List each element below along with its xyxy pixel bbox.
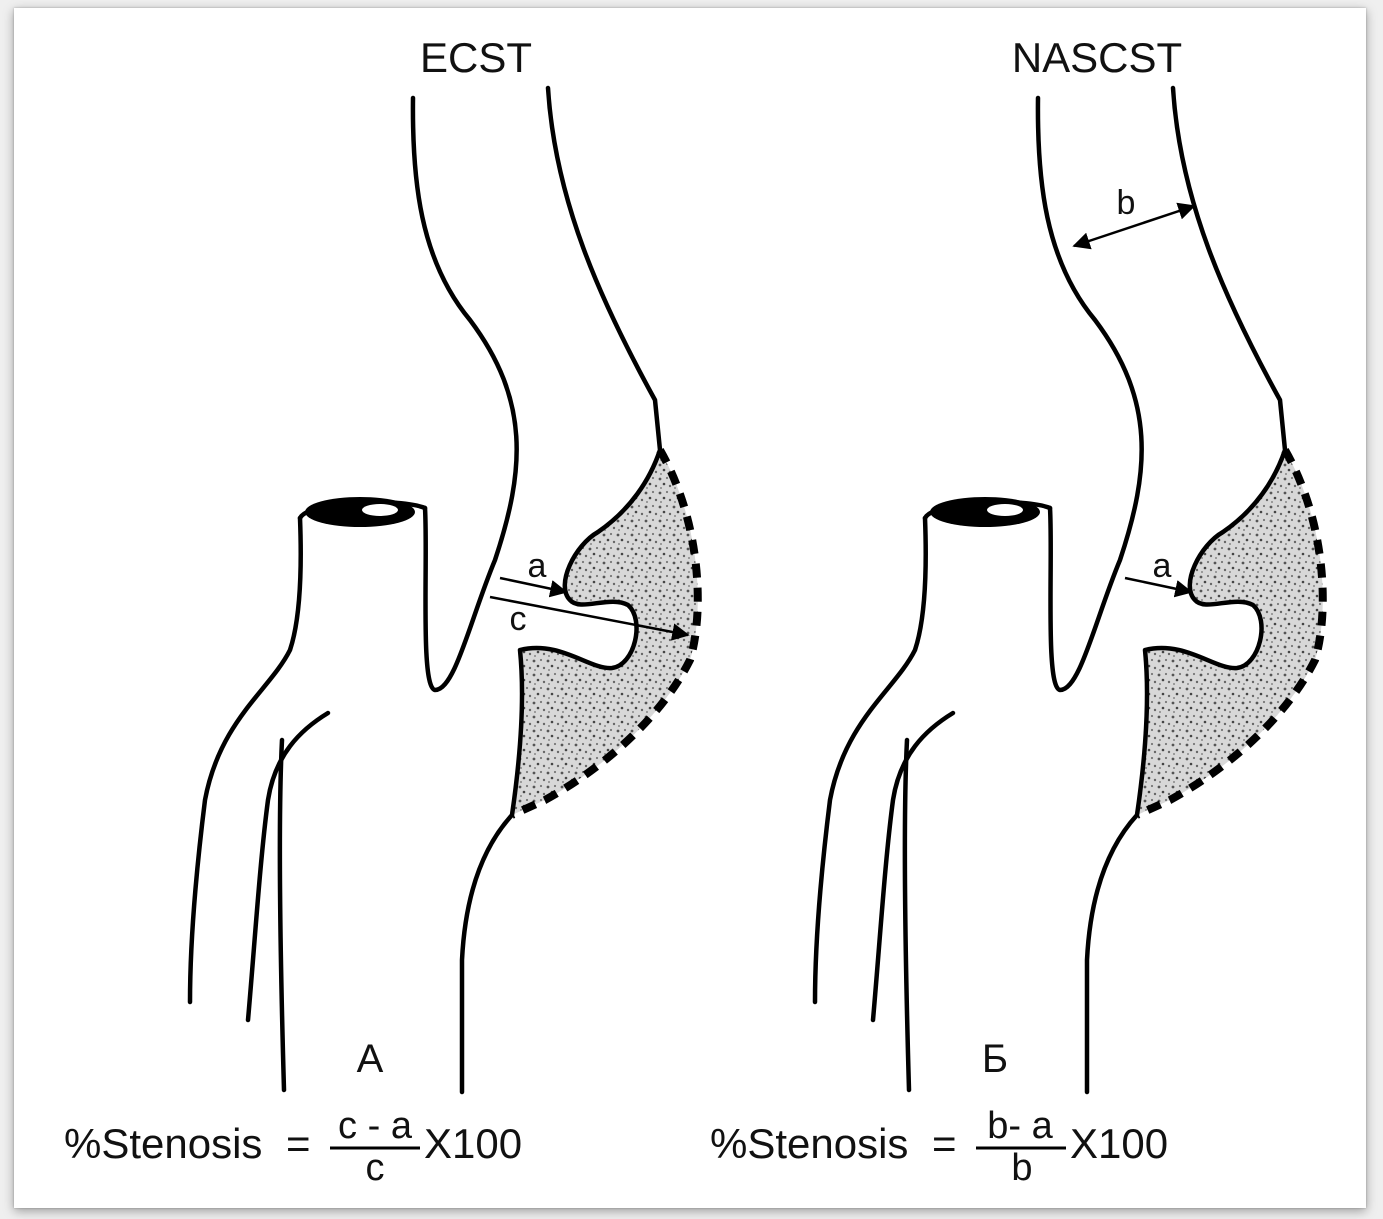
measure-b-label: b [1117,184,1136,222]
panel-letter-b: Б [982,1037,1008,1081]
formula-suffix: X100 [1070,1120,1168,1167]
formula-suffix: X100 [424,1120,522,1167]
formula-prefix: %Stenosis [710,1120,908,1167]
panel-ecst: ECST a c A %Stenosis = c - a c X100 [64,34,698,1189]
formula-denominator: c [366,1147,385,1189]
formula-ecst: %Stenosis = c - a c X100 [64,1105,522,1189]
formula-numerator: b- a [987,1105,1053,1147]
formula-nascst: %Stenosis = b- a b X100 [710,1105,1168,1189]
title-ecst: ECST [420,34,532,81]
measure-c-label: c [510,600,527,638]
formula-equals: = [286,1120,311,1167]
measure-a-label: a [1153,547,1172,585]
formula-denominator: b [1011,1147,1032,1189]
formula-numerator: c - a [338,1105,413,1147]
formula-equals: = [932,1120,957,1167]
title-nascst: NASCST [1012,34,1182,81]
panel-nascst: NASCST b a Б %Stenosis = b- a b X100 [710,34,1323,1189]
formula-prefix: %Stenosis [64,1120,262,1167]
panel-letter-a: A [357,1037,384,1081]
measure-a-label: a [528,547,547,585]
